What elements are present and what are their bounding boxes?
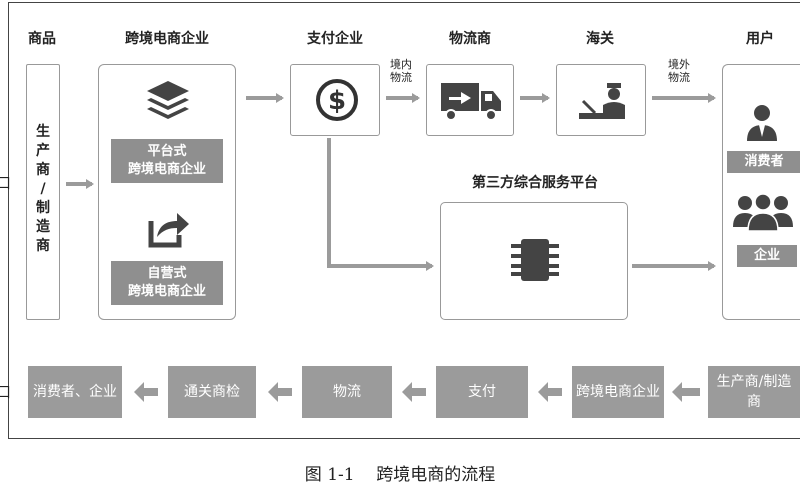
diagram-frame [8,2,800,439]
consumer-icon [747,105,777,141]
domestic-logistics-label: 境内物流 [390,58,412,84]
producer-box: 生 产 商 / 制 造 商 [26,64,60,320]
bottom-step-platform: 跨境电商企业 [572,366,664,418]
bottom-arrow-5 [672,382,700,402]
payment-box: $ [290,64,380,136]
bottom-arrow-4 [538,382,562,402]
foreign-logistics-label: 境外物流 [668,58,690,84]
flow-arrows [66,93,716,271]
producer-label: 生 产 商 / 制 造 商 [36,124,50,254]
bottom-flow-arrows [134,382,700,402]
layers-icon [147,81,189,119]
third-party-box [440,202,628,320]
logistics-box [426,64,514,136]
left-edge-mark-top: 口 [0,174,12,192]
users-box: 消费者 企业 [722,64,800,320]
header-logistics: 物流商 [449,31,491,47]
platform-box: 平台式 跨境电商企业 自营式 跨境电商企业 [98,64,236,320]
header-customs: 海关 [586,31,614,47]
svg-text:$: $ [328,86,346,116]
platform-type-label: 平台式 跨境电商企业 [111,139,223,183]
bottom-arrow-1 [134,382,158,402]
header-payment: 支付企业 [307,31,363,47]
bottom-arrow-3 [402,382,426,402]
customs-box [556,64,646,136]
bottom-step-consumers: 消费者、企业 [28,366,122,418]
consumer-label: 消费者 [727,151,800,173]
header-goods: 商品 [28,31,56,47]
third-party-title: 第三方综合服务平台 [472,175,598,191]
chip-icon [511,239,559,281]
enterprise-label: 企业 [737,245,797,267]
customs-officer-icon [579,83,625,119]
bottom-step-payment: 支付 [436,366,528,418]
left-edge-mark-bottom: 口 [0,383,12,401]
bottom-arrow-2 [268,382,292,402]
bottom-step-logistics: 物流 [302,366,392,418]
arrow-payment-to-third-party [327,138,434,271]
truck-icon [441,83,501,121]
bottom-step-producer: 生产商/制造商 [708,366,800,418]
header-platform: 跨境电商企业 [125,31,209,47]
self-type-label: 自营式 跨境电商企业 [111,261,223,305]
figure-caption: 图 1-1 跨境电商的流程 [304,465,496,485]
share-icon [148,213,189,248]
header-users: 用户 [746,31,774,47]
bottom-step-customs: 通关商检 [168,366,256,418]
dollar-icon: $ [316,79,358,121]
enterprise-group-icon [733,193,793,232]
